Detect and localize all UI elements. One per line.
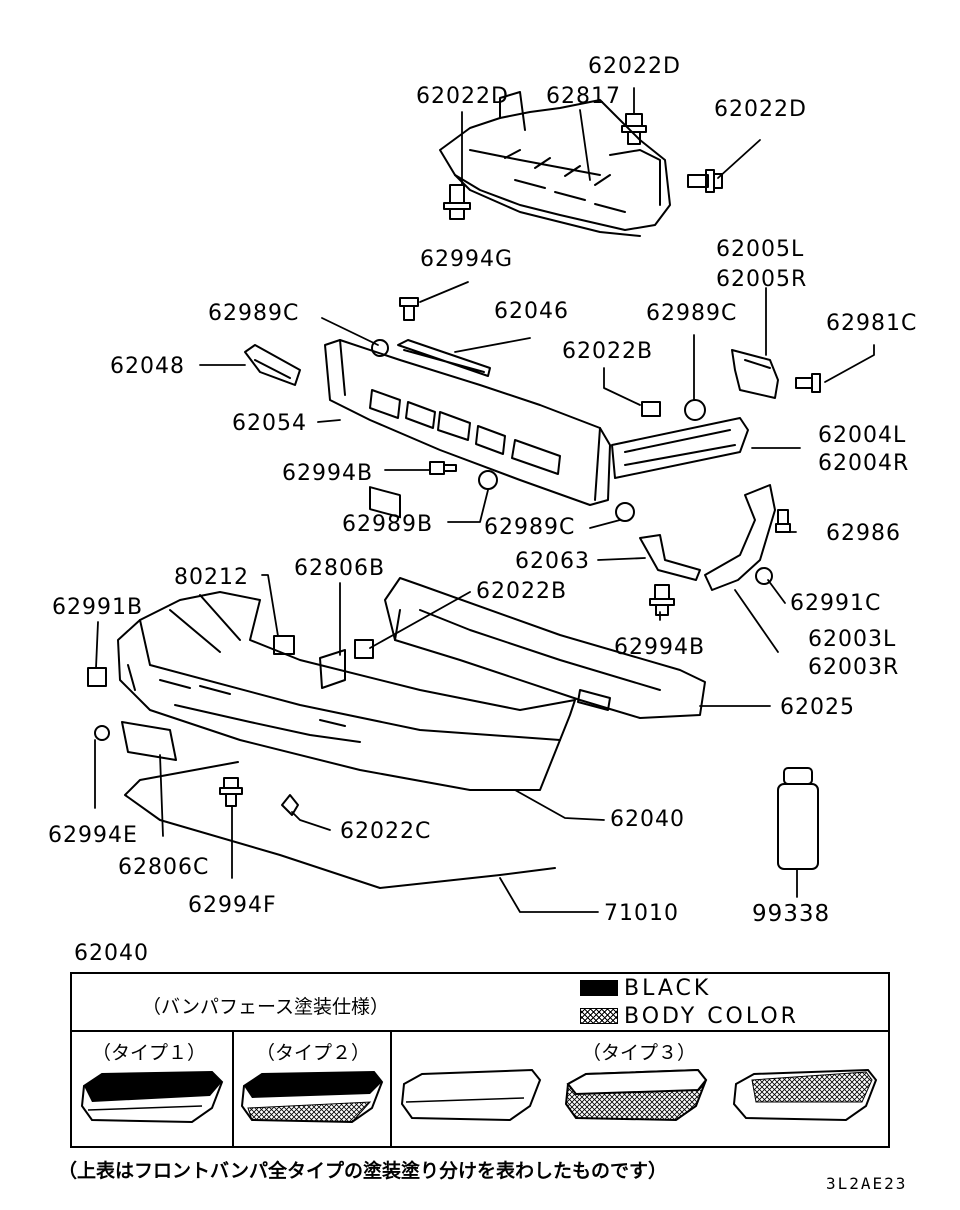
bumper-bar-62025: [384, 577, 706, 719]
label-62022D: 62022D: [416, 84, 509, 109]
black-swatch: [580, 980, 618, 996]
type2-cell: （タイプ２）: [234, 1032, 392, 1146]
table-header-title: （バンパフェース塗装仕様）: [142, 996, 390, 1018]
bolt-62022D-right: [687, 169, 723, 193]
moulding-71010: [124, 761, 556, 889]
type2-label: （タイプ２）: [256, 1042, 371, 1064]
label-62022B: 62022B: [476, 579, 568, 604]
label-62022B: 62022B: [562, 339, 654, 364]
label-62025: 62025: [780, 695, 855, 720]
legend-ref-number: 62040: [74, 941, 149, 966]
label-62003R: 62003R: [808, 655, 900, 680]
label-62022D: 62022D: [714, 97, 807, 122]
label-62048: 62048: [110, 354, 185, 379]
label-62994B: 62994B: [282, 461, 374, 486]
label-62994B: 62994B: [614, 635, 706, 660]
type1-bumper-sketch: [80, 1070, 224, 1124]
diagram-code: 3L2AE23: [826, 1174, 908, 1193]
label-62005L: 62005L: [716, 237, 805, 262]
bolt-62022D-left: [443, 184, 471, 220]
label-62022C: 62022C: [340, 819, 432, 844]
bracket-62003: [704, 484, 776, 591]
label-62994F: 62994F: [188, 893, 277, 918]
paint-bottle-99338: [777, 767, 819, 870]
stay-62063: [639, 534, 701, 581]
extension-62004: [611, 417, 749, 479]
label-62040: 62040: [610, 807, 685, 832]
label-62986: 62986: [826, 521, 901, 546]
legend-black-label: BLACK: [624, 976, 712, 1001]
label-62991C: 62991C: [790, 591, 882, 616]
label-62004L: 62004L: [818, 423, 907, 448]
type2-bumper-sketch: [240, 1070, 384, 1124]
bumper-face-62040: [117, 591, 576, 791]
label-62991B: 62991B: [52, 595, 144, 620]
legend-body-color-label: BODY COLOR: [624, 1004, 799, 1029]
label-62989C: 62989C: [646, 301, 738, 326]
bracket-62048: [244, 344, 301, 386]
label-62054: 62054: [232, 411, 307, 436]
label-99338: 99338: [752, 901, 831, 927]
reinforcement-62054: [324, 339, 611, 519]
label-62981C: 62981C: [826, 311, 918, 336]
bracket-62005: [731, 349, 779, 399]
type1-cell: （タイプ１）: [72, 1032, 234, 1146]
label-62046: 62046: [494, 299, 569, 324]
type3-cell: （タイプ３）: [392, 1032, 888, 1146]
type1-label: （タイプ１）: [92, 1042, 207, 1064]
label-62989B: 62989B: [342, 512, 434, 537]
label-62994E: 62994E: [48, 823, 138, 848]
label-62806B: 62806B: [294, 556, 386, 581]
exploded-parts-drawing: [87, 87, 875, 913]
label-62004R: 62004R: [818, 451, 910, 476]
label-62989C: 62989C: [484, 515, 576, 540]
label-62806C: 62806C: [118, 855, 210, 880]
footnote: （上表はフロントバンパ全タイプの塗装塗り分けを表わしたものです）: [58, 1160, 667, 1182]
bolt-62994G: [399, 297, 419, 321]
type3-label: （タイプ３）: [582, 1042, 697, 1064]
retainer-62046: [397, 339, 491, 377]
label-62817: 62817: [546, 84, 621, 109]
label-62063: 62063: [515, 549, 590, 574]
label-62003L: 62003L: [808, 627, 897, 652]
label-62989C: 62989C: [208, 301, 300, 326]
label-62022D: 62022D: [588, 54, 681, 79]
label-62994G: 62994G: [420, 247, 514, 272]
label-71010: 71010: [604, 901, 679, 926]
body-color-swatch: [580, 1008, 618, 1024]
label-80212: 80212: [174, 565, 249, 590]
bolt-62022D-top: [621, 113, 647, 145]
table-header-row: （バンパフェース塗装仕様） BLACK BODY COLOR: [72, 974, 888, 1032]
label-62005R: 62005R: [716, 267, 808, 292]
type3-bumper-sketches: [400, 1068, 878, 1122]
paint-spec-table: （バンパフェース塗装仕様） BLACK BODY COLOR （タイプ１） （タ…: [70, 972, 890, 1148]
